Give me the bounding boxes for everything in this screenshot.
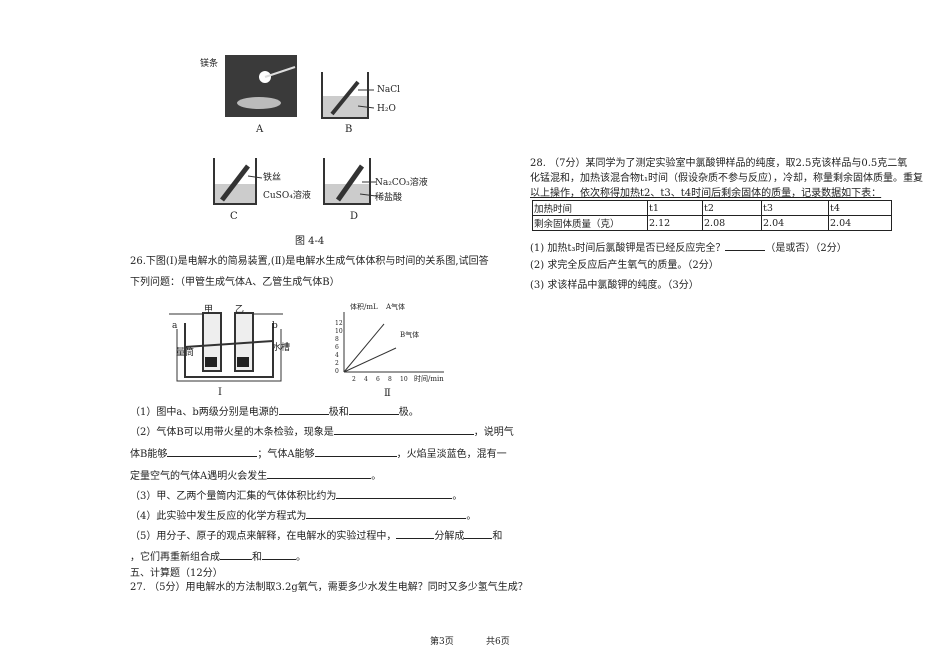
page-total: 共6页 [486,637,510,647]
caption-b: B [345,124,353,135]
x-axis-label: 时间/min [414,375,444,383]
y-tick: 6 [335,344,339,351]
beaker-d [323,158,376,205]
label-cuso4: CuSO₄溶液 [263,191,311,201]
q26-sub5-cont: ，它们再重新组合成和。 [130,549,306,564]
answer-blank[interactable] [278,404,329,415]
y-axis-label: 体积/mL [350,303,378,311]
answer-blank[interactable] [262,549,296,560]
answer-blank[interactable] [167,446,258,457]
answer-blank[interactable] [314,446,397,457]
label-h2o: H₂O [377,104,396,114]
label-hcl: 稀盐酸 [375,193,403,203]
q26-line2: 下列问题：（甲管生成气体A、乙管生成气体B） [130,277,340,288]
label-nacl: NaCl [377,85,401,95]
q26-sub1: （1）图中a、b两级分别是电源的极和极。 [130,404,419,419]
q28-line1: 28. （7分）某同学为了测定实验室中氯酸钾样品的纯度，取2.5克该样品与0.5… [530,158,908,169]
beaker-b [321,72,374,119]
caption-fig2: Ⅱ [384,388,391,399]
graph-axes [343,312,444,373]
q26-sub2-cont: 体B能够；气体A能够，火焰呈淡蓝色，混有一 [130,446,507,461]
caption-a: A [256,124,264,135]
answer-blank[interactable] [725,240,766,251]
answer-blank[interactable] [306,508,467,519]
label-gas-b: B气体 [400,331,420,339]
electrolysis-apparatus [169,312,283,382]
x-tick: 4 [364,376,368,383]
line-gas-a [343,323,385,373]
y-tick: 2 [335,360,339,367]
label-a: a [172,321,178,331]
q26-sub5: （5）用分子、原子的观点来解释，在电解水的实验过程中，分解成和 [130,528,502,543]
q28-sub3: (3) 求该样品中氯酸钾的纯度。（3分） [530,280,699,291]
label-b: b [272,321,278,331]
q26-line1: 26.下图(Ⅰ)是电解水的简易装置,(Ⅱ)是电解水生成气体体积与时间的关系图,试… [130,256,489,267]
answer-blank[interactable] [464,528,493,539]
label-na2co3: Na₂CO₃溶液 [375,178,428,188]
answer-blank[interactable] [348,404,399,415]
figure-a-photo [225,55,297,117]
x-tick: 2 [352,376,356,383]
x-tick: 6 [376,376,380,383]
label-jia: 甲 [204,305,214,315]
q28-line2: 化锰混和，加热该混合物t₁时间（假设杂质不参与反应），冷却，称量剩余固体质量。重… [530,173,924,184]
q28-sub1: (1) 加热t₃时间后氯酸钾是否已经反应完全？（是或否）（2分） [530,240,847,255]
beaker-c [213,158,262,205]
q28-line3: 以上操作，依次称得加热t2、t3、t4时间后剩余固体的质量，记录数据如下表： [530,188,882,199]
q26-sub4: （4）此实验中发生反应的化学方程式为。 [130,508,476,523]
caption-fig1: Ⅰ [218,387,222,398]
y-tick: 4 [335,352,339,359]
answer-blank[interactable] [220,549,252,560]
q26-sub2: （2）气体B可以用带火星的木条检验，现象是，说明气 [130,424,514,439]
q26-sub3: （3）甲、乙两个量筒内汇集的气体体积比约为。 [130,488,462,503]
page-number: 第3页 [430,637,454,647]
section-heading: 五、计算题（12分） [130,568,223,579]
q27-text: 27. （5分）用电解水的方法制取3.2g氧气，需要多少水发生电解？同时又多少氢… [130,582,528,593]
answer-blank[interactable] [336,488,453,499]
answer-blank[interactable] [267,468,372,479]
y-tick: 10 [335,328,343,335]
answer-blank[interactable] [396,528,435,539]
x-tick: 8 [388,376,392,383]
label-water-tank: 水槽 [272,343,291,353]
q26-sub2-end: 定量空气的气体A遇明火会发生。 [130,468,381,483]
figure-caption: 图 4-4 [295,236,325,247]
x-tick: 10 [400,376,408,383]
caption-c: C [230,211,238,222]
label-magnesium: 镁条 [200,59,219,69]
label-cylinder: 量筒 [176,348,195,358]
label-yi: 乙 [235,305,245,315]
answer-blank[interactable] [333,424,474,435]
label-iron-wire: 铁丝 [263,173,282,183]
caption-d: D [350,211,359,222]
q28-sub2: (2) 求完全反应后产生氧气的质量。（2分） [530,260,719,271]
line-gas-b [343,347,397,373]
y-tick: 12 [335,320,343,327]
y-tick: 0 [335,368,339,375]
label-gas-a: A气体 [386,303,406,311]
y-tick: 8 [335,336,339,343]
